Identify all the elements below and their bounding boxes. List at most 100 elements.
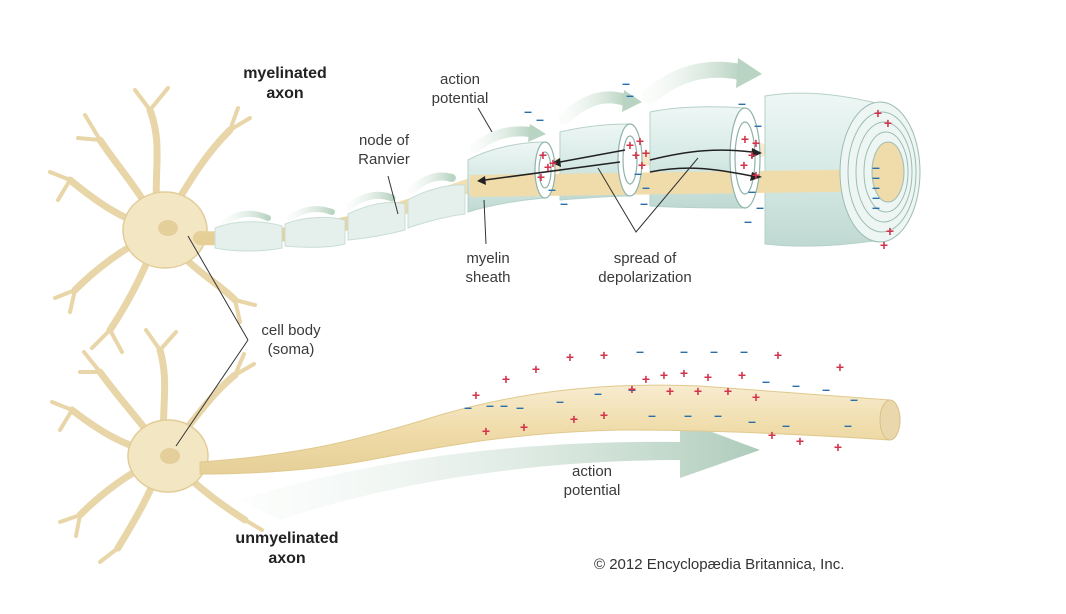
charge-plus: + <box>680 365 688 381</box>
charge-minus: – <box>684 407 692 423</box>
charge-minus: – <box>536 111 544 127</box>
label-cell-body: cell body (soma) <box>261 322 321 358</box>
charge-minus: – <box>762 373 770 389</box>
charge-plus: + <box>748 147 756 163</box>
charge-plus: + <box>774 347 782 363</box>
charge-plus: + <box>549 155 557 171</box>
charge-plus: + <box>704 369 712 385</box>
charge-minus: – <box>516 399 524 415</box>
charge-plus: + <box>532 361 540 377</box>
charge-minus: – <box>594 385 602 401</box>
charge-minus: – <box>872 199 880 215</box>
charge-plus: + <box>724 383 732 399</box>
charge-plus: + <box>642 371 650 387</box>
charges: ––––++++–––––+++++–––––+++++++++–––––++–… <box>464 75 894 455</box>
charge-minus: – <box>740 343 748 359</box>
charge-plus: + <box>694 383 702 399</box>
charge-plus: + <box>666 383 674 399</box>
charge-minus: – <box>556 393 564 409</box>
charge-minus: – <box>500 397 508 413</box>
nucleus-bottom <box>160 448 180 464</box>
charge-plus: + <box>874 105 882 121</box>
leader-lines <box>175 107 699 447</box>
charge-minus: – <box>872 179 880 195</box>
charge-plus: + <box>738 367 746 383</box>
charge-plus: + <box>520 419 528 435</box>
charge-plus: + <box>880 237 888 253</box>
charge-plus: + <box>537 169 545 185</box>
copyright: © 2012 Encyclopædia Britannica, Inc. <box>594 556 845 573</box>
charge-minus: – <box>626 87 634 103</box>
label-action-potential-top: action potential <box>431 71 489 107</box>
axon-core-inner <box>469 169 896 197</box>
charge-plus: + <box>626 137 634 153</box>
label-action-potential-bottom: action potential <box>563 463 621 499</box>
label-myelinated-axon: myelinated axon <box>243 65 327 102</box>
charge-minus: – <box>792 377 800 393</box>
charge-plus: + <box>660 367 668 383</box>
charge-minus: – <box>680 343 688 359</box>
nucleus-top <box>158 220 178 236</box>
charge-plus: + <box>752 389 760 405</box>
charge-plus: + <box>642 145 650 161</box>
charge-minus: – <box>642 179 650 195</box>
charge-plus: + <box>544 159 552 175</box>
charge-minus: – <box>872 159 880 175</box>
charge-plus: + <box>884 115 892 131</box>
charge-plus: + <box>502 371 510 387</box>
label-myelin-sheath: myelin sheath <box>465 250 511 286</box>
node-rings <box>534 107 761 209</box>
charge-plus: + <box>600 407 608 423</box>
charge-minus: – <box>872 169 880 185</box>
charge-plus: + <box>752 135 760 151</box>
label-node-of-ranvier: node of Ranvier <box>358 132 410 168</box>
charge-plus: + <box>632 147 640 163</box>
axon-bottom <box>199 384 891 475</box>
charge-plus: + <box>566 349 574 365</box>
charge-minus: – <box>738 95 746 111</box>
charge-minus: – <box>710 343 718 359</box>
charge-plus: + <box>740 157 748 173</box>
charge-plus: + <box>570 411 578 427</box>
charge-minus: – <box>748 183 756 199</box>
charge-minus: – <box>640 195 648 211</box>
charge-minus: – <box>560 195 568 211</box>
charge-minus: – <box>622 75 630 91</box>
label-spread-of-depolarization: spread of depolarization <box>598 250 692 286</box>
charge-plus: + <box>636 133 644 149</box>
label-unmyelinated-axon: unmyelinated axon <box>235 530 339 567</box>
charge-minus: – <box>714 407 722 423</box>
charge-plus: + <box>834 439 842 455</box>
charge-minus: – <box>636 343 644 359</box>
depolarization-arrowheads <box>477 148 762 185</box>
charge-plus: + <box>628 381 636 397</box>
axon-bottom-end <box>879 399 901 441</box>
charge-minus: – <box>524 103 532 119</box>
charge-plus: + <box>472 387 480 403</box>
charge-plus: + <box>600 347 608 363</box>
charge-plus: + <box>482 423 490 439</box>
charge-minus: – <box>648 407 656 423</box>
charge-minus: – <box>844 417 852 433</box>
charge-minus: – <box>486 397 494 413</box>
charge-minus: – <box>634 165 642 181</box>
charge-minus: – <box>464 399 472 415</box>
charge-plus: + <box>752 167 760 183</box>
action-potential-arrow-bottom <box>240 420 760 520</box>
charge-plus: + <box>768 427 776 443</box>
charge-minus: – <box>850 391 858 407</box>
charge-minus: – <box>756 199 764 215</box>
charge-minus: – <box>754 117 762 133</box>
charge-plus: + <box>796 433 804 449</box>
charge-plus: + <box>836 359 844 375</box>
charge-plus: + <box>638 157 646 173</box>
charge-minus: – <box>872 189 880 205</box>
charge-plus: + <box>539 147 547 163</box>
charge-minus: – <box>748 413 756 429</box>
saltatory-arrows <box>222 61 748 225</box>
charge-minus: – <box>548 181 556 197</box>
charge-minus: – <box>744 213 752 229</box>
charge-minus: – <box>782 417 790 433</box>
depolarization-arrows <box>484 149 753 181</box>
